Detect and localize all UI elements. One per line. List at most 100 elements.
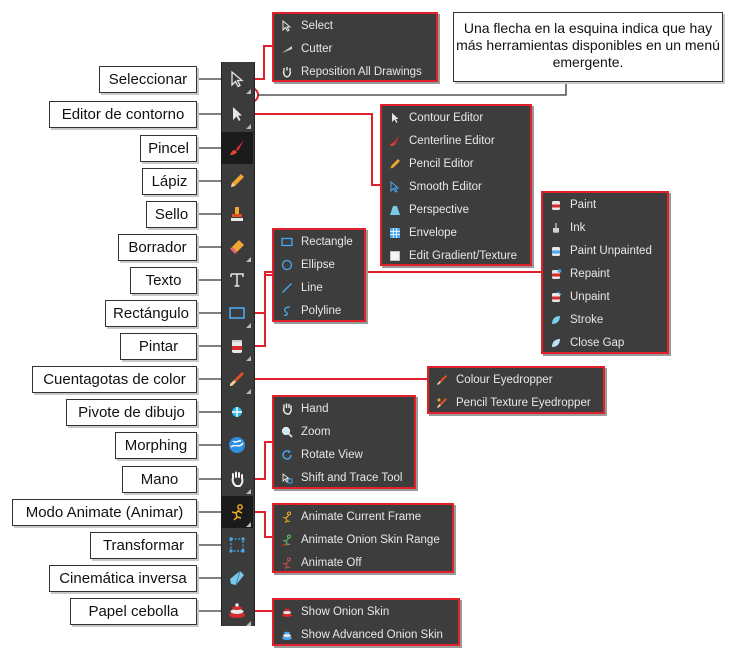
animate-current-frame-icon xyxy=(280,510,294,524)
label-borrador: Borrador xyxy=(118,234,197,261)
line-icon xyxy=(280,281,294,295)
unpaint-icon xyxy=(549,290,563,304)
hand-icon xyxy=(280,402,294,416)
label-morphing: Morphing xyxy=(115,432,197,459)
menu-item-ink[interactable]: Ink xyxy=(549,218,585,238)
popup-select-tools: Select Cutter Reposition All Drawings xyxy=(272,12,438,82)
brush-icon xyxy=(230,140,244,155)
contour-arrow-icon xyxy=(233,107,242,121)
show-advanced-onion-skin-icon xyxy=(280,628,294,642)
ik-icon xyxy=(230,570,244,586)
paint-tool-button[interactable] xyxy=(221,330,253,362)
morphing-tool-button[interactable] xyxy=(221,429,253,461)
brush-tool-button[interactable] xyxy=(221,132,253,164)
popup-eyedropper-tools: Colour Eyedropper Pencil Texture Eyedrop… xyxy=(427,366,605,414)
ellipse-icon xyxy=(280,258,294,272)
select-more-tools-indicator xyxy=(246,89,251,94)
pivot-icon xyxy=(232,407,242,417)
reposition-icon xyxy=(280,65,294,79)
menu-item-animate-onion-skin-range[interactable]: Animate Onion Skin Range xyxy=(280,530,440,550)
label-sello: Sello xyxy=(146,201,197,228)
select-arrow-icon xyxy=(280,19,294,33)
gradient-texture-icon xyxy=(388,249,402,263)
menu-item-ellipse[interactable]: Ellipse xyxy=(280,255,335,275)
label-mano: Mano xyxy=(122,466,197,493)
menu-item-animate-off[interactable]: Animate Off xyxy=(280,553,362,573)
envelope-icon xyxy=(388,226,402,240)
menu-item-shift-and-trace[interactable]: Shift and Trace Tool xyxy=(280,468,402,488)
onion-skin-tool-button[interactable] xyxy=(221,595,253,627)
menu-item-contour-editor[interactable]: Contour Editor xyxy=(388,108,483,128)
repaint-icon xyxy=(549,267,563,281)
eyedropper-tool-button[interactable] xyxy=(221,363,253,395)
menu-item-rotate-view[interactable]: Rotate View xyxy=(280,445,363,465)
transform-tool-button[interactable] xyxy=(221,529,253,561)
menu-item-close-gap[interactable]: Close Gap xyxy=(549,333,624,353)
label-cinematica: Cinemática inversa xyxy=(49,565,197,592)
shift-trace-icon xyxy=(280,471,294,485)
stroke-icon xyxy=(549,313,563,327)
popup-contour-tools: Contour Editor Centerline Editor Pencil … xyxy=(380,104,532,266)
menu-item-pencil-texture-eyedropper[interactable]: Pencil Texture Eyedropper xyxy=(435,393,591,413)
menu-item-show-advanced-onion-skin[interactable]: Show Advanced Onion Skin xyxy=(280,625,443,645)
menu-item-reposition-all-drawings[interactable]: Reposition All Drawings xyxy=(280,62,422,82)
animate-figure-icon xyxy=(231,504,243,521)
label-modo-animate: Modo Animate (Animar) xyxy=(12,499,197,526)
inverse-kinematics-tool-button[interactable] xyxy=(221,562,253,594)
select-tool-button[interactable] xyxy=(221,63,253,95)
menu-item-select[interactable]: Select xyxy=(280,16,333,36)
paint-icon xyxy=(549,198,563,212)
label-cuentagotas: Cuentagotas de color xyxy=(32,366,197,393)
menu-item-line[interactable]: Line xyxy=(280,278,323,298)
pencil-tool-button[interactable] xyxy=(221,165,253,197)
eraser-tool-button[interactable] xyxy=(221,231,253,263)
text-tool-button[interactable] xyxy=(221,264,253,296)
menu-item-smooth-editor[interactable]: Smooth Editor xyxy=(388,177,482,197)
menu-item-zoom[interactable]: Zoom xyxy=(280,422,330,442)
menu-item-perspective[interactable]: Perspective xyxy=(388,200,469,220)
label-pivote: Pivote de dibujo xyxy=(66,399,197,426)
menu-item-polyline[interactable]: Polyline xyxy=(280,301,341,321)
morphing-icon xyxy=(229,437,245,453)
contour-arrow-icon xyxy=(388,111,402,125)
onion-skin-icon xyxy=(229,603,245,618)
drawing-pivot-tool-button[interactable] xyxy=(221,396,253,428)
label-texto: Texto xyxy=(130,267,197,294)
eraser-icon xyxy=(230,240,244,254)
contour-editor-tool-button[interactable] xyxy=(221,98,253,130)
menu-item-animate-current-frame[interactable]: Animate Current Frame xyxy=(280,507,421,527)
popup-onion-skin-tools: Show Onion Skin Show Advanced Onion Skin xyxy=(272,598,460,646)
menu-item-stroke[interactable]: Stroke xyxy=(549,310,603,330)
close-gap-icon xyxy=(549,336,563,350)
menu-item-hand[interactable]: Hand xyxy=(280,399,329,419)
menu-item-edit-gradient-texture[interactable]: Edit Gradient/Texture xyxy=(388,246,517,266)
rectangle-icon xyxy=(280,235,294,249)
animate-onion-range-icon xyxy=(280,533,294,547)
rectangle-tool-button[interactable] xyxy=(221,297,253,329)
label-pintar: Pintar xyxy=(120,333,197,360)
menu-item-cutter[interactable]: Cutter xyxy=(280,39,332,59)
stamp-tool-button[interactable] xyxy=(221,198,253,230)
transform-icon xyxy=(229,537,245,553)
menu-item-rectangle[interactable]: Rectangle xyxy=(280,232,353,252)
rectangle-icon xyxy=(229,307,245,319)
pencil-texture-eyedropper-icon xyxy=(435,396,449,410)
pencil-editor-icon xyxy=(388,157,402,171)
menu-item-pencil-editor[interactable]: Pencil Editor xyxy=(388,154,474,174)
corner-arrow-note: Una flecha en la esquina indica que hay … xyxy=(453,12,723,82)
text-t-icon xyxy=(230,273,244,287)
popup-hand-tools: Hand Zoom Rotate View Shift and Trace To… xyxy=(272,395,416,489)
menu-item-colour-eyedropper[interactable]: Colour Eyedropper xyxy=(435,370,553,390)
hand-tool-button[interactable] xyxy=(221,463,253,495)
menu-item-repaint[interactable]: Repaint xyxy=(549,264,610,284)
menu-item-centerline-editor[interactable]: Centerline Editor xyxy=(388,131,495,151)
paint-unpainted-icon xyxy=(549,244,563,258)
menu-item-unpaint[interactable]: Unpaint xyxy=(549,287,610,307)
eyedropper-icon xyxy=(230,372,244,386)
menu-item-paint-unpainted[interactable]: Paint Unpainted xyxy=(549,241,652,261)
menu-item-paint[interactable]: Paint xyxy=(549,195,596,215)
label-pincel: Pincel xyxy=(140,135,197,162)
menu-item-envelope[interactable]: Envelope xyxy=(388,223,457,243)
animate-off-icon xyxy=(280,556,294,570)
menu-item-show-onion-skin[interactable]: Show Onion Skin xyxy=(280,602,389,622)
